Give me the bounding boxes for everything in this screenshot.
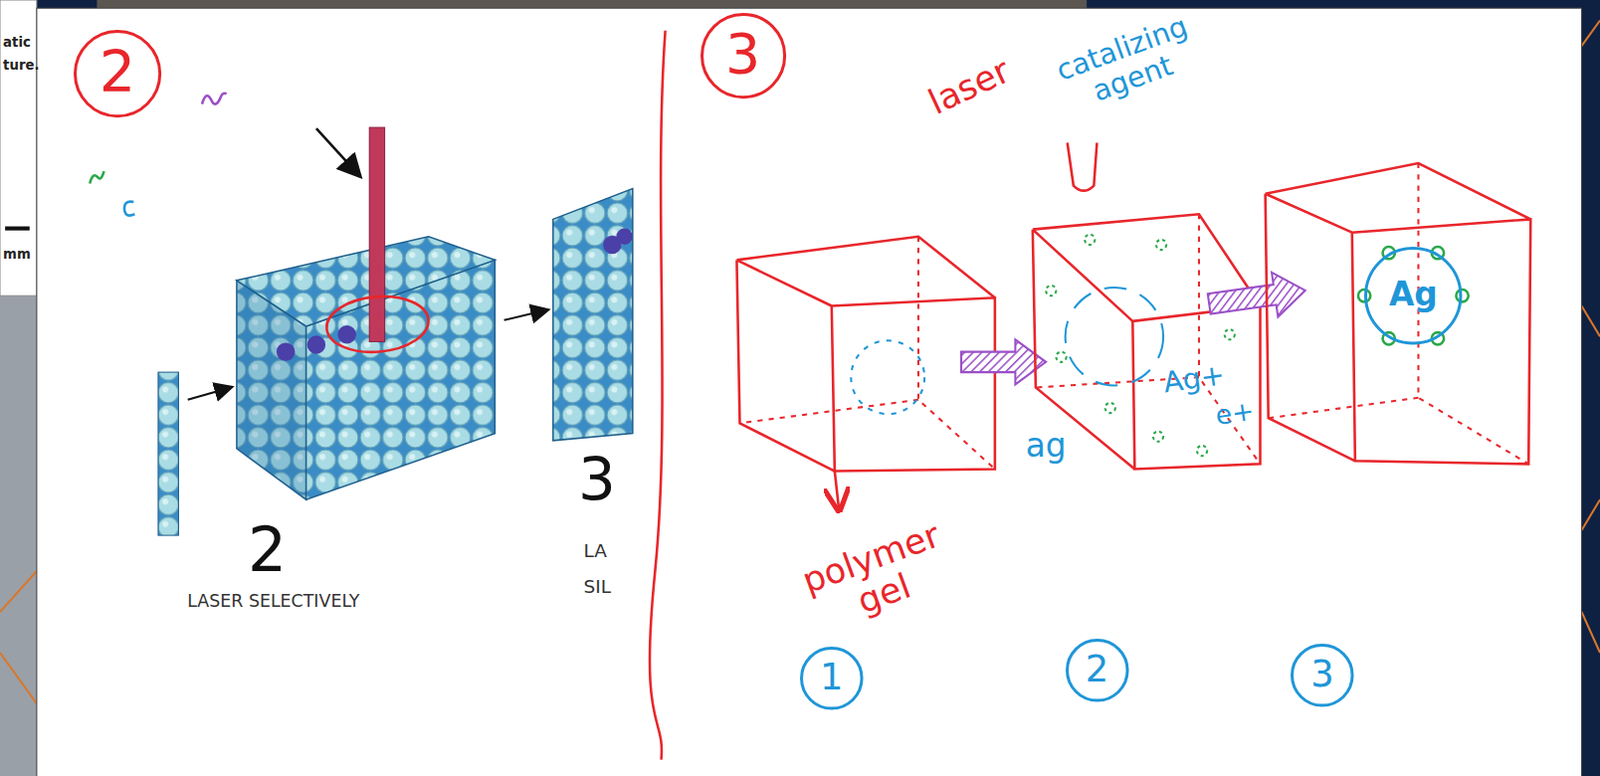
- slide-side: [0, 295, 37, 776]
- separator-line: [649, 30, 666, 761]
- gel-cube: [1032, 213, 1261, 469]
- process-arrow: [961, 339, 1046, 385]
- circle-text: 1: [819, 659, 843, 697]
- slide-text: atic: [2, 35, 31, 51]
- scribble: [124, 201, 135, 216]
- box-1-partial: [158, 372, 180, 536]
- stage-circle: 3: [1290, 643, 1355, 708]
- circle-text: 2: [99, 43, 137, 101]
- powder-box: [236, 236, 495, 500]
- scribble: [201, 93, 227, 105]
- step-circle: 2: [73, 29, 162, 118]
- step-number: 3: [578, 446, 616, 512]
- step-caption: SIL: [584, 576, 612, 597]
- step-arrow: [504, 310, 548, 321]
- electron-label: e+: [1213, 396, 1256, 430]
- pointer-arrow: [316, 128, 360, 176]
- step-circle: 3: [700, 12, 787, 99]
- circle-text: 2: [1085, 651, 1109, 689]
- scale-bar: [4, 226, 30, 231]
- target-region: [850, 340, 925, 414]
- silver-particle: Ag: [1364, 246, 1462, 345]
- circle-text: 3: [725, 27, 761, 83]
- step-caption: LA: [584, 541, 607, 562]
- scale-text: mm: [2, 247, 31, 263]
- step-caption: LASER SELECTIVELY: [187, 592, 360, 611]
- circle-text: 3: [1310, 656, 1334, 694]
- handwritten-note: ag: [1025, 427, 1067, 464]
- laser-beam: [369, 127, 385, 342]
- step-arrow: [188, 387, 231, 400]
- stage-circle: 1: [800, 646, 864, 711]
- reduction-region: [1065, 287, 1164, 386]
- leader-arrow: [834, 471, 839, 509]
- silver-particles: [1358, 246, 1469, 345]
- circle-text: Ag: [1389, 278, 1438, 312]
- gel-cube: [1265, 163, 1532, 464]
- step-number: 2: [247, 517, 287, 586]
- slide-text: ture.: [2, 57, 39, 73]
- process-arrow: [1205, 268, 1309, 327]
- box-3-partial: [553, 189, 633, 441]
- laser-nozzle: [1067, 142, 1098, 191]
- highlight-circle: [324, 292, 431, 357]
- slide-thumbnail: [0, 0, 37, 296]
- scribble: [89, 171, 104, 184]
- drawing-panel: [36, 7, 1583, 776]
- gel-cube: [736, 236, 995, 472]
- silver-ions: [1045, 234, 1235, 456]
- stage-circle: 2: [1065, 638, 1130, 703]
